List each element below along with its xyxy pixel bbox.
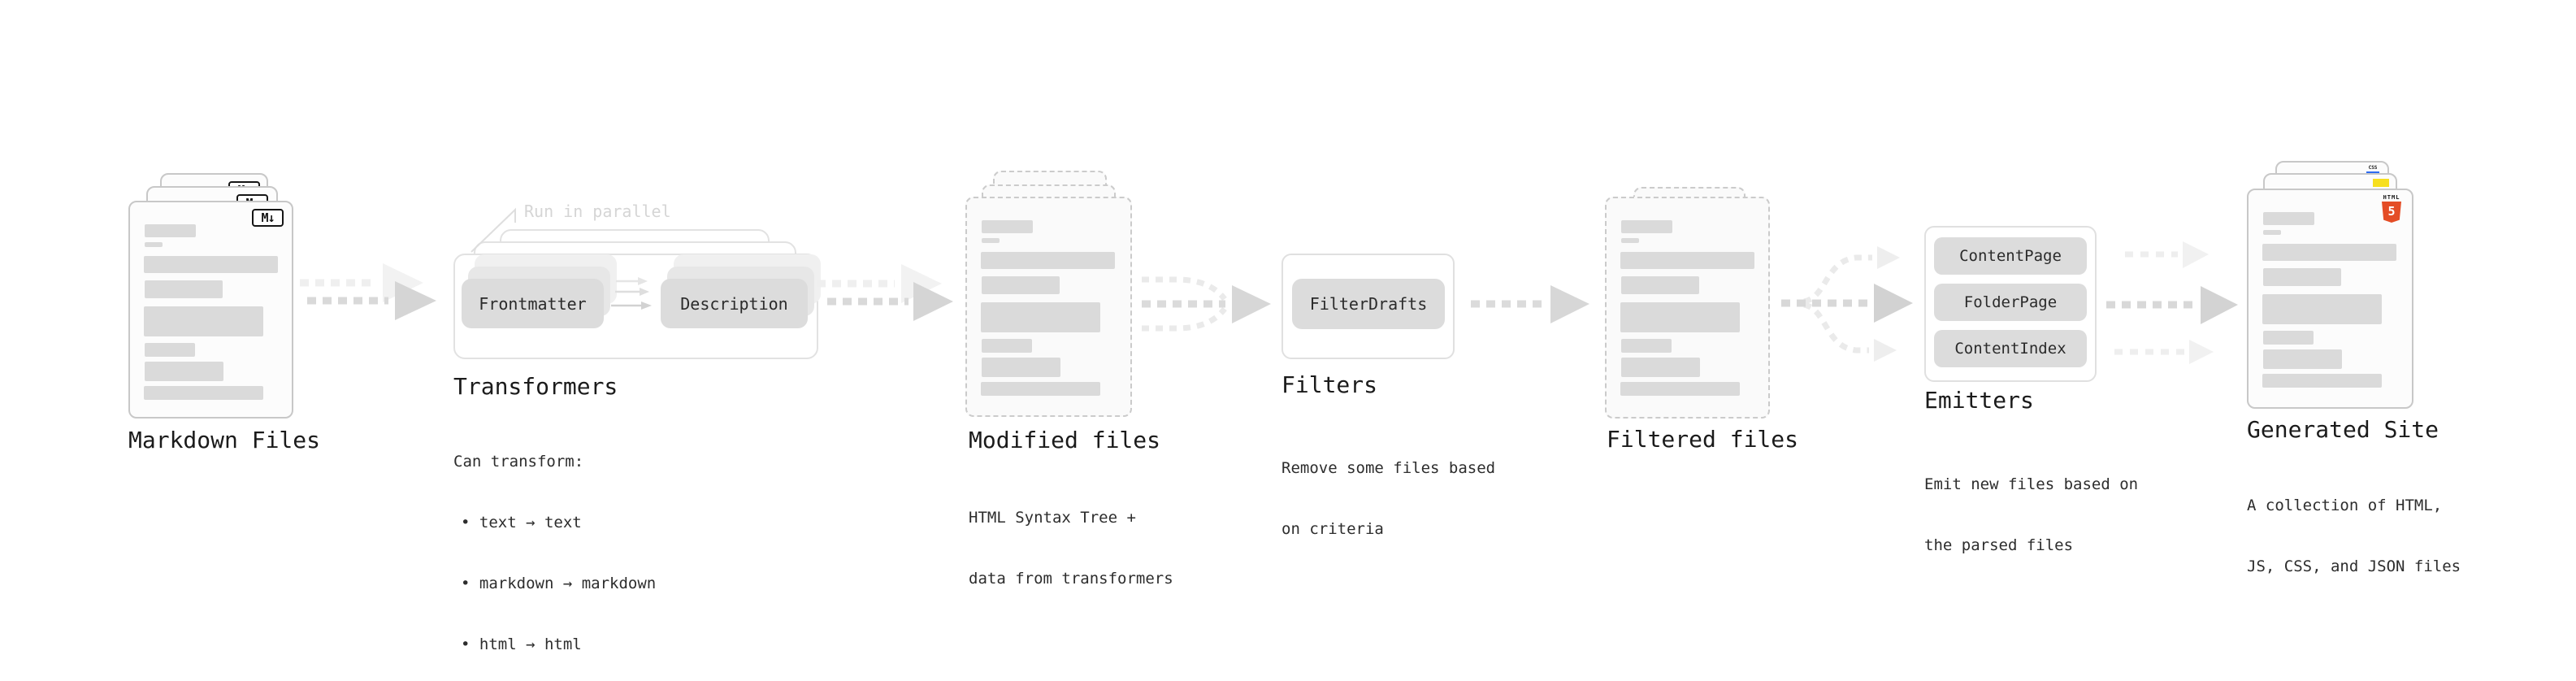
description-line: • text → text <box>461 514 582 531</box>
stage-description-filters: Remove some files based on criteria <box>1281 418 1495 580</box>
html5-icon-shield: 5 <box>2382 202 2401 223</box>
text-placeholder-bar <box>2263 230 2281 235</box>
description-line: Emit new files based on <box>1924 475 2139 493</box>
text-placeholder-bar <box>145 242 163 247</box>
text-placeholder-bar <box>2263 349 2342 369</box>
text-placeholder-bar <box>144 386 263 400</box>
description-line: A collection of HTML, <box>2247 497 2443 514</box>
markdown-icon-glyph: M↓ <box>261 210 275 225</box>
stage-title-filters: Filters <box>1281 371 1378 398</box>
text-placeholder-bar <box>145 224 196 237</box>
emitter-chip-folderpage: FolderPage <box>1934 284 2087 321</box>
stage-description-generated-site: A collection of HTML, JS, CSS, and JSON … <box>2247 455 2461 618</box>
text-placeholder-bar <box>982 238 1000 243</box>
css-icon: CSS <box>2366 165 2379 174</box>
text-placeholder-bar <box>144 306 263 336</box>
text-placeholder-bar <box>145 343 195 357</box>
text-placeholder-bar <box>2262 294 2382 324</box>
description-line: the parsed files <box>1924 536 2074 554</box>
arrow-filters-to-filtered <box>1471 285 1589 323</box>
stage-title-modified-files: Modified files <box>969 427 1161 453</box>
text-placeholder-bar <box>981 302 1100 332</box>
arrow-transformers-to-modified <box>817 264 953 321</box>
transformer-chip-description: Description <box>661 279 808 328</box>
js-icon <box>2373 179 2389 187</box>
stage-description-modified-files: HTML Syntax Tree + data from transformer… <box>969 467 1173 630</box>
description-line: • markdown → markdown <box>461 575 657 592</box>
description-line: data from transformers <box>969 570 1173 588</box>
html5-icon: HTML 5 <box>2381 194 2402 223</box>
description-line: Remove some files based <box>1281 459 1496 477</box>
text-placeholder-bar <box>982 276 1060 294</box>
document-page <box>965 197 1132 417</box>
text-placeholder-bar <box>1621 339 1672 353</box>
arrow-markdown-to-transformers <box>300 263 436 320</box>
text-placeholder-bar <box>2262 374 2382 388</box>
text-placeholder-bar <box>981 382 1100 396</box>
stage-title-filtered-files: Filtered files <box>1607 426 1799 453</box>
emitter-chip-contentindex: ContentIndex <box>1934 330 2087 367</box>
text-placeholder-bar <box>1620 252 1754 269</box>
text-placeholder-bar <box>2262 244 2396 261</box>
description-line: HTML Syntax Tree + <box>969 509 1136 527</box>
text-placeholder-bar <box>1621 238 1639 243</box>
run-in-parallel-note: Run in parallel <box>524 202 671 221</box>
stage-description-emitters: Emit new files based on the parsed files <box>1924 434 2138 596</box>
text-placeholder-bar <box>1621 220 1672 233</box>
transformer-chip-frontmatter: Frontmatter <box>462 279 604 328</box>
stage-title-generated-site: Generated Site <box>2247 416 2439 443</box>
description-line: Can transform: <box>453 453 584 471</box>
text-placeholder-bar <box>982 358 1060 377</box>
stage-title-transformers: Transformers <box>453 373 618 400</box>
arrow-modified-to-filters <box>1142 276 1271 332</box>
stage-title-emitters: Emitters <box>1924 387 2034 414</box>
markdown-icon: M↓ <box>252 209 284 227</box>
arrow-filtered-to-emitters <box>1781 246 1913 362</box>
text-placeholder-bar <box>1621 358 1700 377</box>
arrow-emitters-to-generated <box>2106 241 2238 364</box>
text-placeholder-bar <box>982 339 1032 353</box>
text-placeholder-bar <box>145 280 223 298</box>
text-placeholder-bar <box>981 252 1115 269</box>
text-placeholder-bar <box>2263 212 2314 225</box>
text-placeholder-bar <box>2263 331 2314 345</box>
description-line: • html → html <box>461 635 582 653</box>
html5-icon-number: 5 <box>2387 204 2396 219</box>
description-line: on criteria <box>1281 520 1384 538</box>
css-icon-label: CSS <box>2368 165 2378 171</box>
text-placeholder-bar <box>1620 382 1740 396</box>
text-placeholder-bar <box>1621 276 1699 294</box>
description-line: JS, CSS, and JSON files <box>2247 557 2461 575</box>
stage-title-markdown-files: Markdown Files <box>128 427 321 453</box>
document-page: M↓ <box>128 201 293 419</box>
html5-icon-label: HTML <box>2383 194 2400 201</box>
emitter-chip-contentpage: ContentPage <box>1934 237 2087 275</box>
text-placeholder-bar <box>144 256 278 273</box>
text-placeholder-bar <box>982 220 1033 233</box>
document-page <box>1605 197 1770 419</box>
document-page: HTML 5 <box>2247 189 2413 409</box>
filter-chip-filterdrafts: FilterDrafts <box>1292 279 1445 329</box>
stage-description-transformers: Can transform: • text → text • markdown … <box>453 411 656 681</box>
text-placeholder-bar <box>145 362 223 381</box>
text-placeholder-bar <box>2263 268 2341 286</box>
text-placeholder-bar <box>1620 302 1740 332</box>
